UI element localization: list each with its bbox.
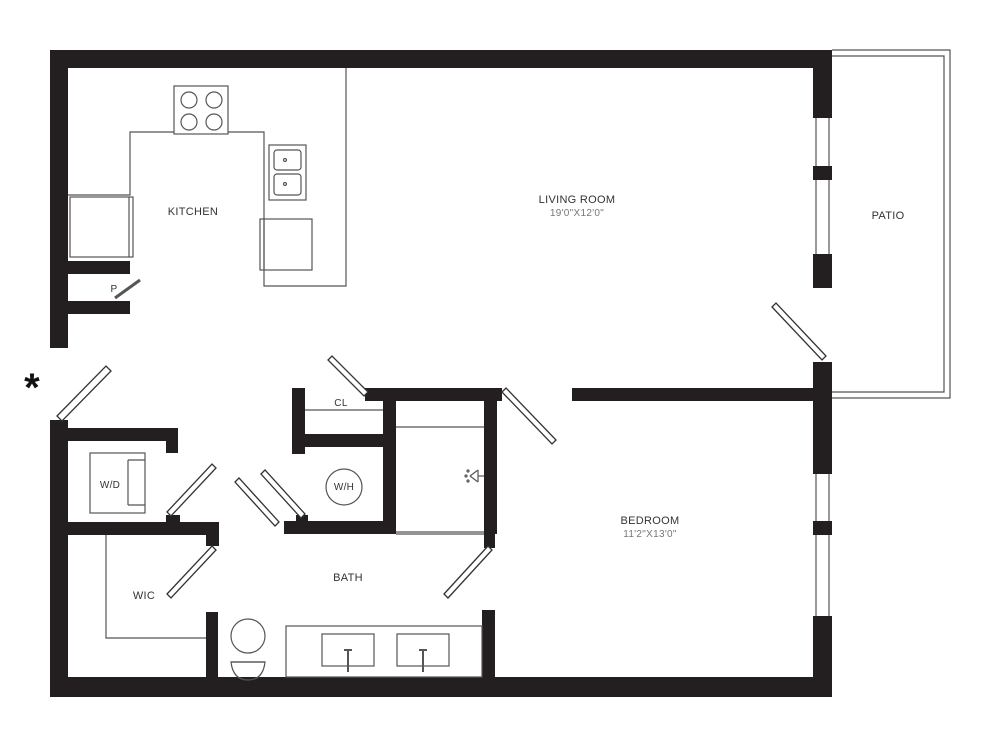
kitchen-sink-icon bbox=[268, 144, 307, 201]
wall-wic-bath bbox=[206, 612, 218, 682]
burner-icon bbox=[205, 91, 223, 109]
wic-label: WIC bbox=[132, 590, 156, 602]
burner-icon bbox=[180, 91, 198, 109]
dishwasher-icon bbox=[259, 218, 313, 271]
wall-right-3 bbox=[813, 254, 832, 288]
sink-basin-icon bbox=[273, 173, 302, 196]
wall-laundry-bottom bbox=[66, 522, 219, 535]
wall-right-1 bbox=[813, 50, 832, 118]
wall-wh-left bbox=[383, 388, 396, 534]
refrigerator-icon bbox=[69, 196, 134, 258]
wall-bath-bedroom bbox=[482, 610, 495, 682]
fixtures bbox=[68, 49, 951, 681]
shower-head-icon bbox=[464, 469, 484, 483]
wall-wic-jamb bbox=[206, 522, 219, 546]
water-heater-icon bbox=[325, 468, 363, 506]
wall-right-4 bbox=[813, 362, 832, 474]
wic-door bbox=[166, 545, 217, 599]
wall-laundry-stub bbox=[166, 428, 178, 453]
burner-icon bbox=[180, 113, 198, 131]
sink-basin-icon bbox=[273, 149, 302, 171]
washer-dryer-label: W/D bbox=[99, 480, 121, 491]
bath-door bbox=[443, 545, 493, 599]
wall-living-bedroom bbox=[572, 388, 814, 401]
bedroom-dimensions: 11'2"X13'0" bbox=[623, 529, 677, 540]
entry-door bbox=[56, 365, 112, 422]
wall-closet-top bbox=[365, 388, 502, 401]
wic-shelf bbox=[105, 535, 206, 639]
kitchen-label: KITCHEN bbox=[167, 206, 219, 218]
wall-right-5 bbox=[813, 521, 832, 535]
pantry-label: P bbox=[110, 284, 118, 295]
wall-wh-jamb bbox=[296, 515, 308, 525]
wall-right-2 bbox=[813, 166, 832, 180]
water-heater-label: W/H bbox=[333, 482, 355, 493]
wall-closet-floor bbox=[300, 434, 388, 447]
pantry-door bbox=[114, 278, 141, 300]
toilet-icon bbox=[230, 618, 266, 681]
patio-label: PATIO bbox=[871, 210, 905, 222]
vanity-counter bbox=[285, 625, 483, 678]
water-heater-door bbox=[234, 477, 280, 527]
doors bbox=[56, 302, 827, 599]
bedroom-label: BEDROOM bbox=[620, 515, 680, 527]
wall-left-lower bbox=[50, 420, 68, 697]
kitchen-counter bbox=[68, 68, 347, 287]
living-room-dimensions: 19'0"X12'0" bbox=[549, 208, 605, 219]
entry-marker: * bbox=[24, 366, 40, 410]
laundry-door bbox=[166, 463, 217, 517]
wall-wh-bottom bbox=[284, 521, 396, 534]
living-room-label: LIVING ROOM bbox=[538, 194, 616, 206]
wall-shower-right bbox=[484, 388, 497, 534]
wall-bottom bbox=[50, 677, 832, 697]
water-heater-door bbox=[260, 469, 306, 519]
wall-left-upper bbox=[50, 50, 68, 348]
wall-laundry-jamb bbox=[166, 515, 180, 527]
wall-shower-jamb bbox=[484, 534, 495, 548]
wall-laundry-top bbox=[66, 428, 178, 441]
wall-pantry-top bbox=[66, 261, 130, 274]
closet-label: CL bbox=[334, 398, 348, 409]
burner-icon bbox=[205, 113, 223, 131]
bedroom-door bbox=[501, 387, 557, 445]
washer-dryer-icon bbox=[89, 452, 146, 514]
wall-pantry-bottom bbox=[66, 301, 130, 314]
patio-outline bbox=[832, 49, 951, 399]
walls bbox=[50, 50, 832, 697]
wall-top bbox=[50, 50, 832, 68]
wall-right-6 bbox=[813, 616, 832, 697]
closet-door bbox=[327, 355, 369, 397]
bath-label: BATH bbox=[333, 572, 363, 584]
patio-door bbox=[771, 302, 827, 361]
